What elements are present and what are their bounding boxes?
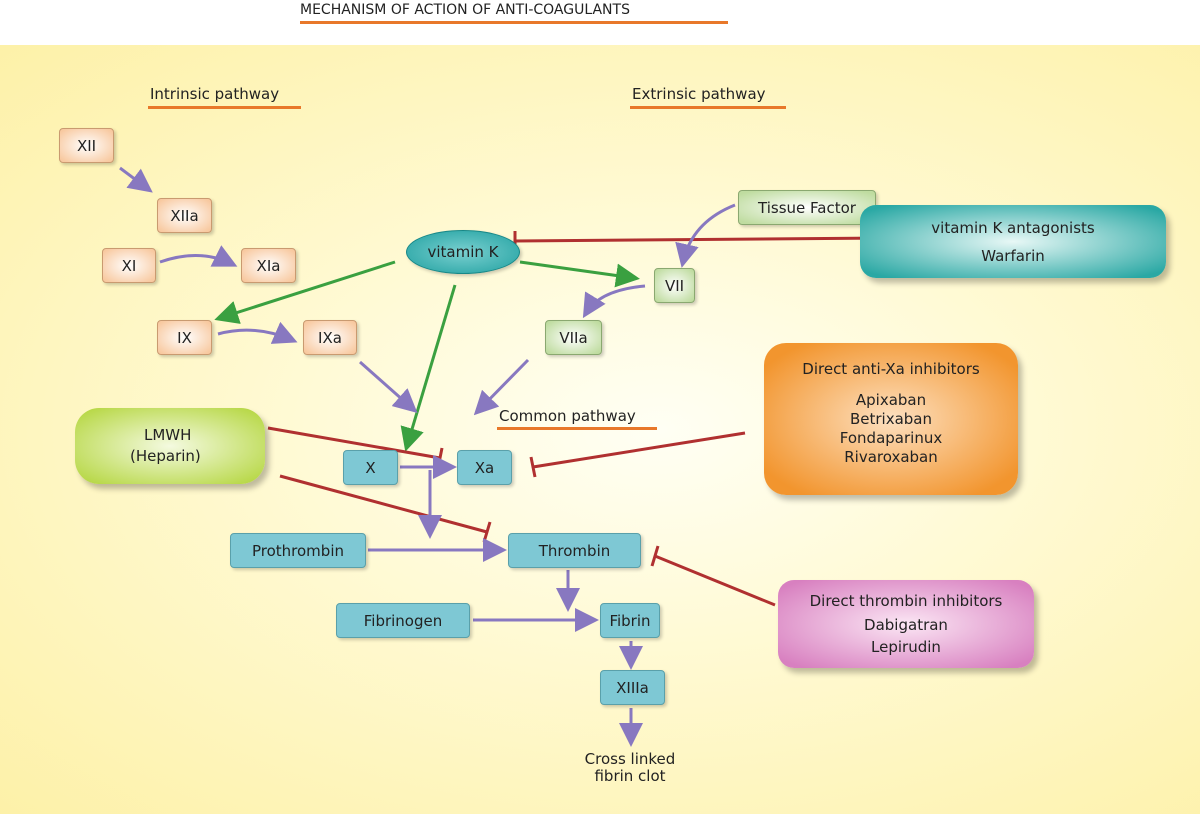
title-underline [300,21,728,24]
tissue-factor: Tissue Factor [738,190,876,225]
arrow-ixa-x [359,360,418,413]
factor-xiiia: XIIIa [600,670,665,705]
clot-line-1: Cross linked [584,750,676,768]
antixa-drug: Apixaban [855,391,927,409]
prothrombin: Prothrombin [230,533,366,568]
antixa-drug: Betrixaban [849,410,933,428]
fibrinogen: Fibrinogen [336,603,470,638]
inhibit-warfarin-vitk [513,231,889,251]
vitamin-k-antagonists-box: vitamin K antagonists Warfarin [860,205,1166,278]
factor-xi: XI [102,248,156,283]
common-label: Common pathway [499,407,636,425]
clot-line-2: fibrin clot [594,767,666,785]
factor-xiia: XIIa [157,198,212,233]
arrow-vii-viia [582,284,646,319]
arrow-ix-ixa [217,321,298,344]
inhibit-dti-thrombin [650,545,776,607]
intrinsic-label: Intrinsic pathway [150,85,280,103]
antixa-drug: Fondaparinux [839,429,943,447]
vitamin-k-ellipse: vitamin K [406,230,520,274]
extrinsic-label: Extrinsic pathway [632,85,766,103]
factor-ixa: IXa [303,320,357,355]
factor-vii: VII [654,268,695,303]
arrow-vitk-ix [214,260,396,324]
lmwh-title: LMWH [144,426,192,444]
inhibit-antixa-xa [529,431,746,478]
vka-drug: Warfarin [981,246,1045,265]
arrow-vitk-vii [519,260,640,288]
direct-thrombin-inhibitors-box: Direct thrombin inhibitors Dabigatran Le… [778,580,1034,668]
arrow-vitk-x [400,284,457,452]
dti-drug: Dabigatran [864,616,948,634]
factor-xii: XII [59,128,114,163]
antixa-title: Direct anti-Xa inhibitors [802,360,980,378]
dti-drug: Lepirudin [871,638,941,656]
arrow-xi-xia [159,245,238,267]
fibrin: Fibrin [600,603,660,638]
lmwh-subtitle: (Heparin) [130,447,201,465]
intrinsic-underline [148,106,301,109]
vka-title: vitamin K antagonists [931,218,1095,237]
thrombin: Thrombin [508,533,641,568]
extrinsic-underline [630,106,786,109]
arrow-tissue-vii [675,203,736,268]
common-underline [497,427,657,430]
factor-xia: XIa [241,248,296,283]
factor-ix: IX [157,320,212,355]
arrow-viia-x [473,358,530,416]
arrow-xii-xiia [119,166,153,193]
lmwh-box: LMWH (Heparin) [75,408,265,484]
dti-title: Direct thrombin inhibitors [809,592,1003,610]
clot-label: Cross linked fibrin clot [560,751,700,785]
antixa-drug: Rivaroxaban [844,448,938,466]
factor-x: X [343,450,398,485]
page-title: MECHANISM OF ACTION OF ANTI-COAGULANTS [300,2,630,18]
anti-xa-inhibitors-box: Direct anti-Xa inhibitors Apixaban Betri… [764,343,1018,495]
factor-viia: VIIa [545,320,602,355]
factor-xa: Xa [457,450,512,485]
